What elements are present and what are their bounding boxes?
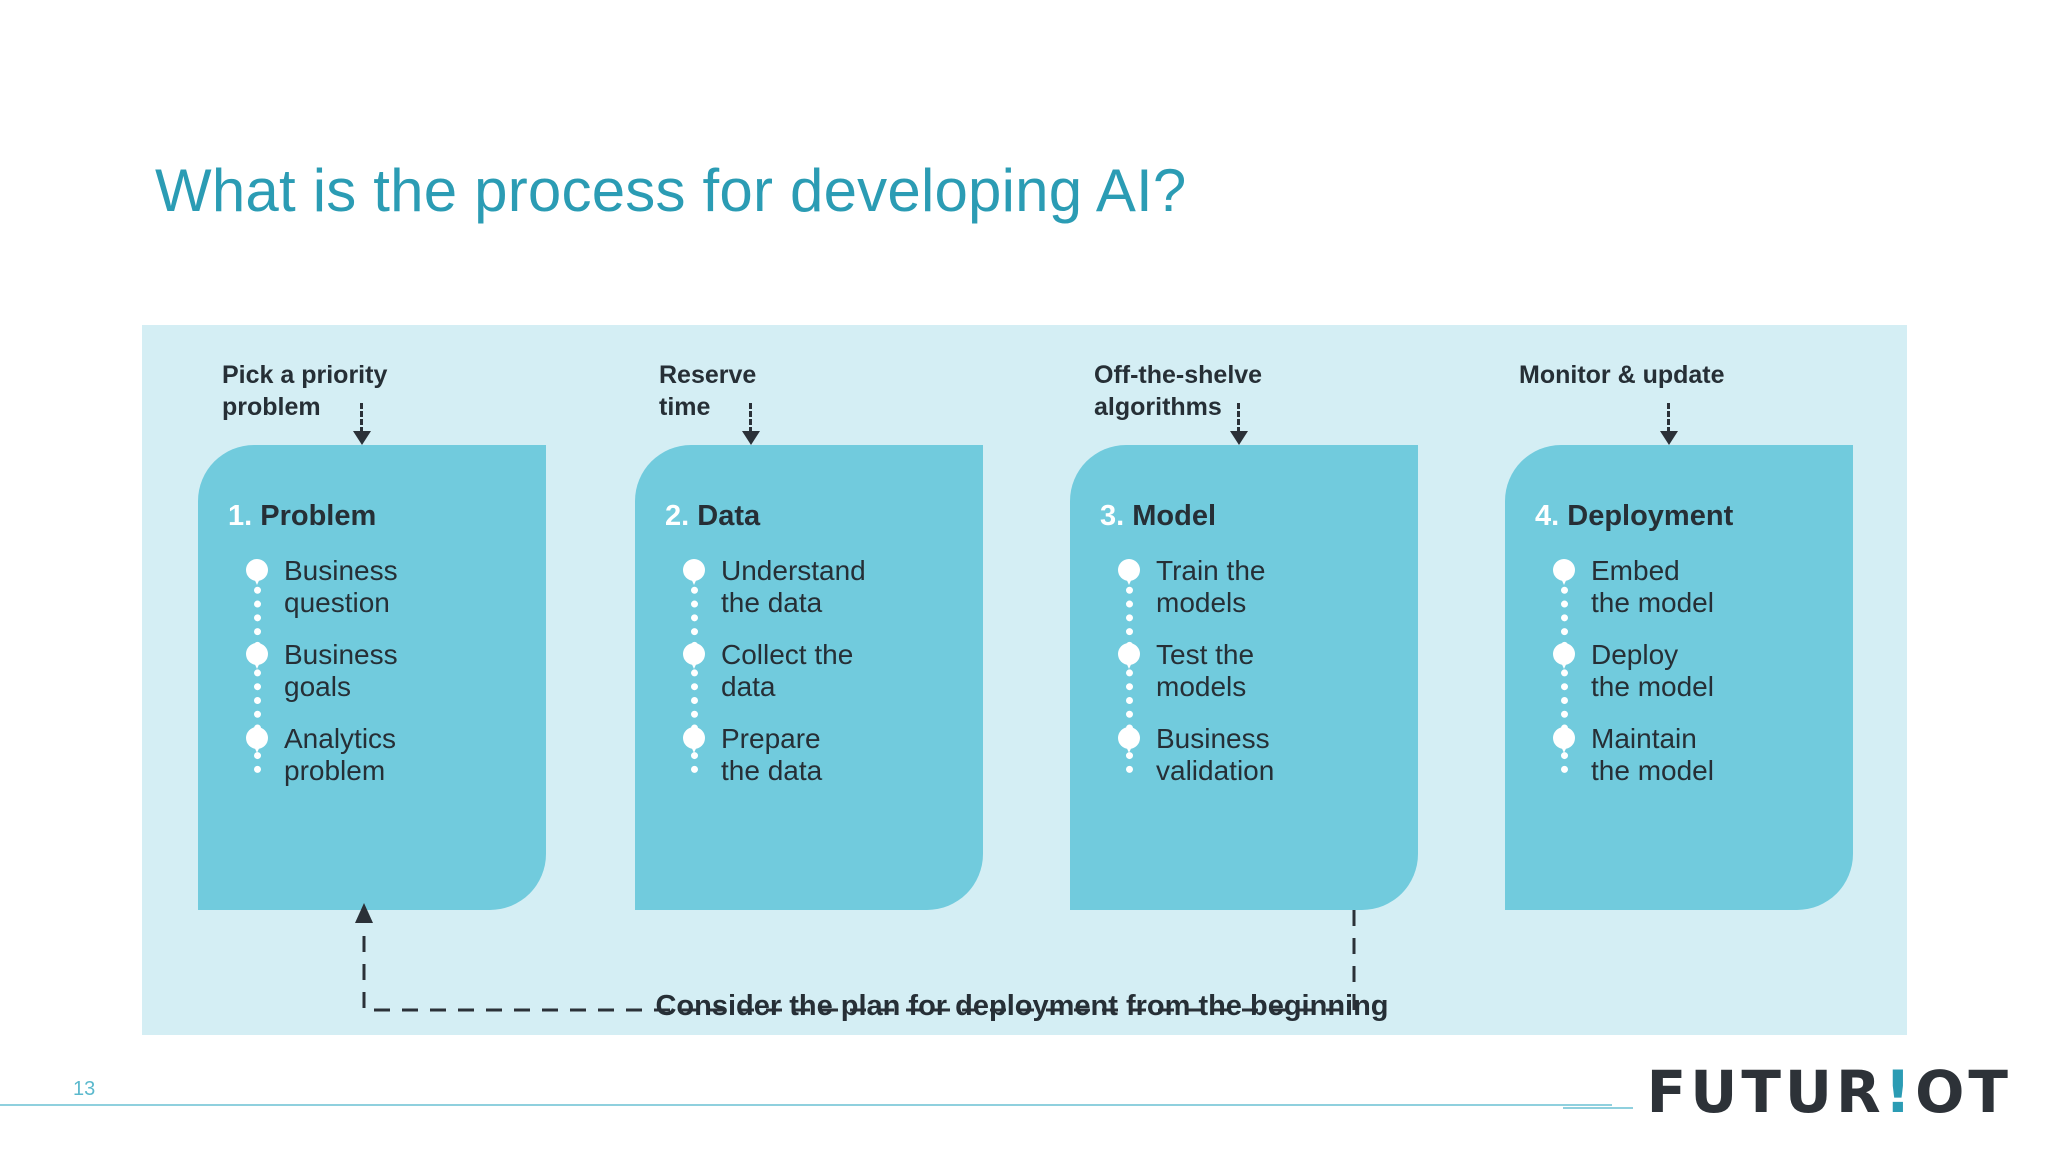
pin-bullet-icon xyxy=(683,727,705,753)
step-label: Test the models xyxy=(1156,639,1255,702)
pin-bullet-icon xyxy=(1553,643,1575,669)
stage-steps-2: Understand the data Collect the data Pre… xyxy=(665,555,965,807)
logo-text-part1: FUTUR xyxy=(1646,1058,1885,1126)
step-label: Business validation xyxy=(1156,723,1275,786)
list-item: Test the models xyxy=(1100,639,1400,723)
step-label: Business question xyxy=(284,555,398,618)
stage-number-1: 1. xyxy=(228,500,253,532)
pin-bullet-icon xyxy=(1553,727,1575,753)
stage-heading-2: 2. Data xyxy=(665,500,760,533)
step-label: Embed the model xyxy=(1591,555,1714,618)
step-label: Analytics problem xyxy=(284,723,397,786)
step-label: Collect the data xyxy=(721,639,854,702)
footer-divider xyxy=(0,1104,1612,1106)
pin-bullet-icon xyxy=(246,643,268,669)
list-item: Business question xyxy=(228,555,528,639)
pin-bullet-icon xyxy=(246,559,268,585)
step-label: Prepare the data xyxy=(721,723,823,786)
stage-number-3: 3. xyxy=(1100,500,1125,532)
list-item: Deploy the model xyxy=(1535,639,1835,723)
stage-card-4[interactable]: 4. Deployment Embed the model Deploy the… xyxy=(1505,445,1853,910)
list-item: Business goals xyxy=(228,639,528,723)
annotation-arrow-icon-3 xyxy=(1230,403,1248,447)
stage-steps-4: Embed the model Deploy the model Maintai… xyxy=(1535,555,1835,807)
stage-name-4: Deployment xyxy=(1567,500,1734,532)
column-annotation-2: Reserve time xyxy=(659,361,757,421)
page-number: 13 xyxy=(73,1078,96,1100)
timeline-connector-3 xyxy=(1126,573,1133,773)
stage-number-2: 2. xyxy=(665,500,690,532)
list-item: Prepare the data xyxy=(665,723,965,807)
feedback-loop-caption: Consider the plan for deployment from th… xyxy=(655,990,1389,1022)
pin-bullet-icon xyxy=(1118,643,1140,669)
step-label: Train the models xyxy=(1156,555,1266,618)
step-label: Deploy the model xyxy=(1591,639,1714,702)
pin-bullet-icon xyxy=(246,727,268,753)
stage-steps-1: Business question Business goals Analyti… xyxy=(228,555,528,807)
process-column-2: Reserve time 2. Data Understand the data… xyxy=(597,325,997,1035)
process-diagram-panel: Pick a priority problem 1. Problem Busin… xyxy=(142,325,1907,1035)
step-label: Maintain the model xyxy=(1591,723,1714,786)
pin-bullet-icon xyxy=(1553,559,1575,585)
pin-bullet-icon xyxy=(683,643,705,669)
list-item: Train the models xyxy=(1100,555,1400,639)
stage-name-1: Problem xyxy=(260,500,377,532)
step-label: Business goals xyxy=(284,639,398,702)
logo-rule xyxy=(1562,1107,1633,1109)
stage-card-2[interactable]: 2. Data Understand the data Collect the … xyxy=(635,445,983,910)
column-annotation-3: Off-the-shelve algorithms xyxy=(1094,361,1263,421)
annotation-arrow-icon-1 xyxy=(353,403,371,447)
list-item: Business validation xyxy=(1100,723,1400,807)
stage-steps-3: Train the models Test the models Busines… xyxy=(1100,555,1400,807)
stage-heading-4: 4. Deployment xyxy=(1535,500,1733,533)
stage-heading-1: 1. Problem xyxy=(228,500,376,533)
stage-name-2: Data xyxy=(697,500,761,532)
step-label: Understand the data xyxy=(721,555,866,618)
stage-heading-3: 3. Model xyxy=(1100,500,1216,533)
pin-bullet-icon xyxy=(1118,727,1140,753)
list-item: Understand the data xyxy=(665,555,965,639)
list-item: Maintain the model xyxy=(1535,723,1835,807)
futuriot-logo: FUTUR ! OT xyxy=(1562,1058,2012,1126)
list-item: Analytics problem xyxy=(228,723,528,807)
column-annotation-4: Monitor & update xyxy=(1519,361,1725,389)
list-item: Embed the model xyxy=(1535,555,1835,639)
timeline-connector-2 xyxy=(691,573,698,773)
process-column-1: Pick a priority problem 1. Problem Busin… xyxy=(160,325,560,1035)
timeline-connector-1 xyxy=(254,573,261,773)
annotation-arrow-icon-2 xyxy=(742,403,760,447)
logo-text-part2: OT xyxy=(1915,1058,2012,1126)
annotation-arrow-icon-4 xyxy=(1660,403,1678,447)
process-column-3: Off-the-shelve algorithms 3. Model Train… xyxy=(1032,325,1432,1035)
stage-card-3[interactable]: 3. Model Train the models Test the model… xyxy=(1070,445,1418,910)
stage-number-4: 4. xyxy=(1535,500,1560,532)
page-title: What is the process for developing AI? xyxy=(155,157,1187,224)
column-annotation-1: Pick a priority problem xyxy=(222,361,388,421)
stage-card-1[interactable]: 1. Problem Business question Business go… xyxy=(198,445,546,910)
process-column-4: Monitor & update 4. Deployment Embed the… xyxy=(1467,325,1867,1035)
pin-bullet-icon xyxy=(683,559,705,585)
list-item: Collect the data xyxy=(665,639,965,723)
logo-exclamation-icon: ! xyxy=(1884,1058,1916,1126)
stage-name-3: Model xyxy=(1132,500,1217,532)
pin-bullet-icon xyxy=(1118,559,1140,585)
timeline-connector-4 xyxy=(1561,573,1568,773)
